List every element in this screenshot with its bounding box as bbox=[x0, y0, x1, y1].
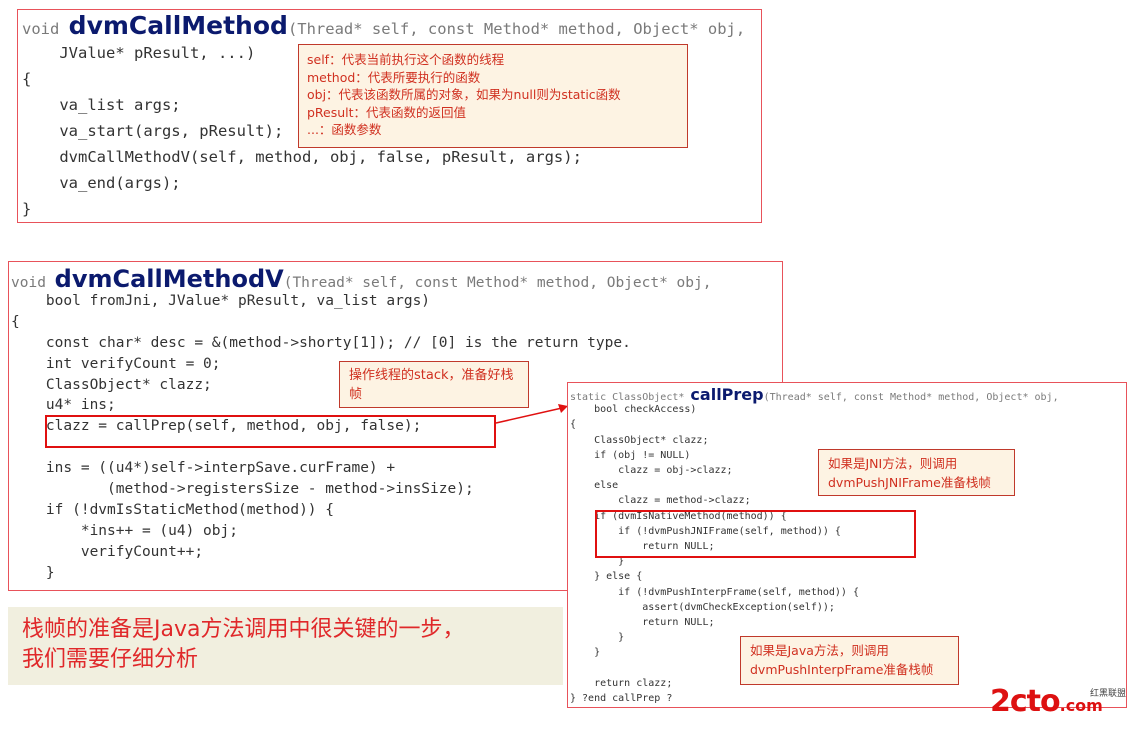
code-line: static ClassObject* callPrep(Thread* sel… bbox=[570, 385, 1059, 404]
param-note: self：代表当前执行这个函数的线程 method：代表所要执行的函数 obj：… bbox=[298, 44, 688, 148]
code-line: assert(dvmCheckException(self)); bbox=[570, 601, 835, 613]
code-panel-callPrep: static ClassObject* callPrep(Thread* sel… bbox=[567, 382, 1127, 708]
code-line: ClassObject* clazz; bbox=[570, 434, 709, 446]
note-line: obj：代表该函数所属的对象，如果为null则为static函数 bbox=[307, 87, 621, 102]
code-line: u4* ins; bbox=[11, 397, 116, 414]
code-line: if (dvmIsNativeMethod(method)) { bbox=[570, 510, 787, 522]
code-line: *ins++ = (u4) obj; bbox=[11, 522, 238, 539]
callprep-highlight bbox=[45, 415, 496, 448]
note-text: 如果是Java方法，则调用dvmPushInterpFrame准备栈帧 bbox=[750, 643, 934, 677]
code-line: clazz = callPrep(self, method, obj, fals… bbox=[11, 418, 422, 435]
site-logo: 2cto.com 红黑联盟 bbox=[990, 684, 1128, 726]
code-line: va_end(args); bbox=[22, 174, 181, 192]
caption-line: 栈帧的准备是Java方法调用中很关键的一步， bbox=[22, 617, 465, 642]
code-line: } bbox=[22, 200, 32, 218]
code-line: JValue* pResult, ...) bbox=[22, 44, 256, 62]
native-check-highlight bbox=[595, 510, 916, 558]
code-line: clazz = method->clazz; bbox=[570, 495, 751, 507]
code-line: ClassObject* clazz; bbox=[11, 376, 212, 393]
code-line: if (obj != NULL) bbox=[570, 449, 691, 461]
code-line: const char* desc = &(method->shorty[1]);… bbox=[11, 334, 631, 351]
stack-note: 操作线程的stack，准备好栈帧 bbox=[339, 361, 529, 408]
code-line: { bbox=[570, 419, 577, 431]
code-line: } ?end callPrep ? bbox=[570, 693, 673, 704]
code-line: int verifyCount = 0; bbox=[11, 355, 221, 372]
code-line: } bbox=[11, 564, 55, 581]
code-line: va_list args; bbox=[22, 96, 181, 114]
code-line: (method->registersSize - method->insSize… bbox=[11, 481, 474, 497]
jni-note: 如果是JNI方法，则调用dvmPushJNIFrame准备栈帧 bbox=[818, 449, 1015, 496]
code-line: ins = ((u4*)self->interpSave.curFrame) + bbox=[11, 460, 396, 477]
note-line: method：代表所要执行的函数 bbox=[307, 69, 481, 85]
note-line: ...：函数参数 bbox=[307, 122, 382, 137]
logo-suffix: .com bbox=[1059, 696, 1103, 715]
caption-line: 我们需要仔细分析 bbox=[22, 647, 199, 672]
code-line: if (!dvmIsStaticMethod(method)) { bbox=[11, 501, 335, 518]
code-line: if (!dvmPushJNIFrame(self, method)) { bbox=[570, 525, 841, 537]
summary-caption: 栈帧的准备是Java方法调用中很关键的一步， 我们需要仔细分析 bbox=[8, 607, 563, 685]
code-line: if (!dvmPushInterpFrame(self, method)) { bbox=[570, 586, 859, 598]
code-line: clazz = obj->clazz; bbox=[570, 465, 733, 476]
code-line: } bbox=[570, 647, 601, 659]
code-line: verifyCount++; bbox=[11, 543, 204, 560]
logo-tag: 红黑联盟 bbox=[1089, 689, 1126, 699]
logo-text: 2cto bbox=[990, 684, 1061, 719]
code-line: } bbox=[570, 632, 625, 644]
code-line: va_start(args, pResult); bbox=[22, 122, 284, 140]
code-line: { bbox=[11, 313, 20, 330]
code-line: void dvmCallMethod(Thread* self, const M… bbox=[22, 10, 746, 40]
java-note: 如果是Java方法，则调用dvmPushInterpFrame准备栈帧 bbox=[740, 636, 959, 685]
code-line: dvmCallMethodV(self, method, obj, false,… bbox=[22, 148, 582, 166]
code-line: return NULL; bbox=[570, 617, 715, 628]
code-line: void dvmCallMethodV(Thread* self, const … bbox=[11, 264, 712, 293]
code-line: bool checkAccess) bbox=[570, 404, 697, 416]
note-text: 操作线程的stack，准备好栈帧 bbox=[349, 368, 514, 402]
code-line: } bbox=[570, 556, 625, 568]
code-line: } else { bbox=[570, 571, 643, 583]
note-text: 如果是JNI方法，则调用dvmPushJNIFrame准备栈帧 bbox=[828, 456, 991, 490]
code-line: { bbox=[22, 70, 32, 88]
code-line: return NULL; bbox=[570, 541, 715, 552]
code-line: bool fromJni, JValue* pResult, va_list a… bbox=[11, 292, 431, 309]
code-line: else bbox=[570, 480, 619, 492]
note-line: self：代表当前执行这个函数的线程 bbox=[307, 52, 505, 67]
note-line: pResult：代表函数的返回值 bbox=[307, 104, 467, 120]
code-line: return clazz; bbox=[570, 677, 673, 689]
